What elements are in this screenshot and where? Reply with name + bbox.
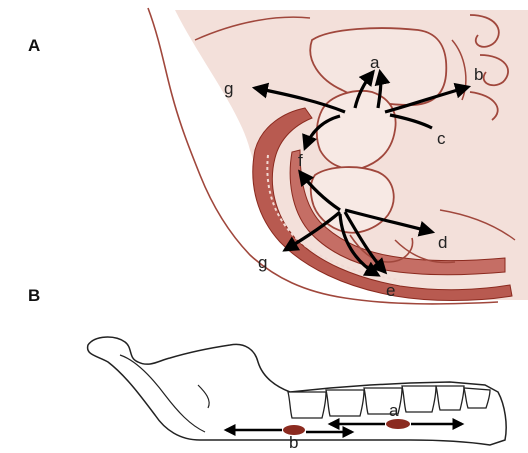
label-b: b	[474, 65, 483, 84]
panel-a-illustration	[148, 8, 528, 304]
label-a: a	[370, 53, 380, 72]
focus-a	[386, 419, 410, 429]
label-b-b: b	[289, 433, 298, 452]
label-e: e	[386, 281, 395, 300]
label-d: d	[438, 233, 447, 252]
label-g-upper: g	[224, 79, 233, 98]
label-g-lower: g	[258, 253, 267, 272]
label-c: c	[437, 129, 446, 148]
label-b-a: a	[389, 401, 399, 420]
panel-b-illustration	[88, 337, 507, 445]
label-f: f	[298, 151, 303, 170]
